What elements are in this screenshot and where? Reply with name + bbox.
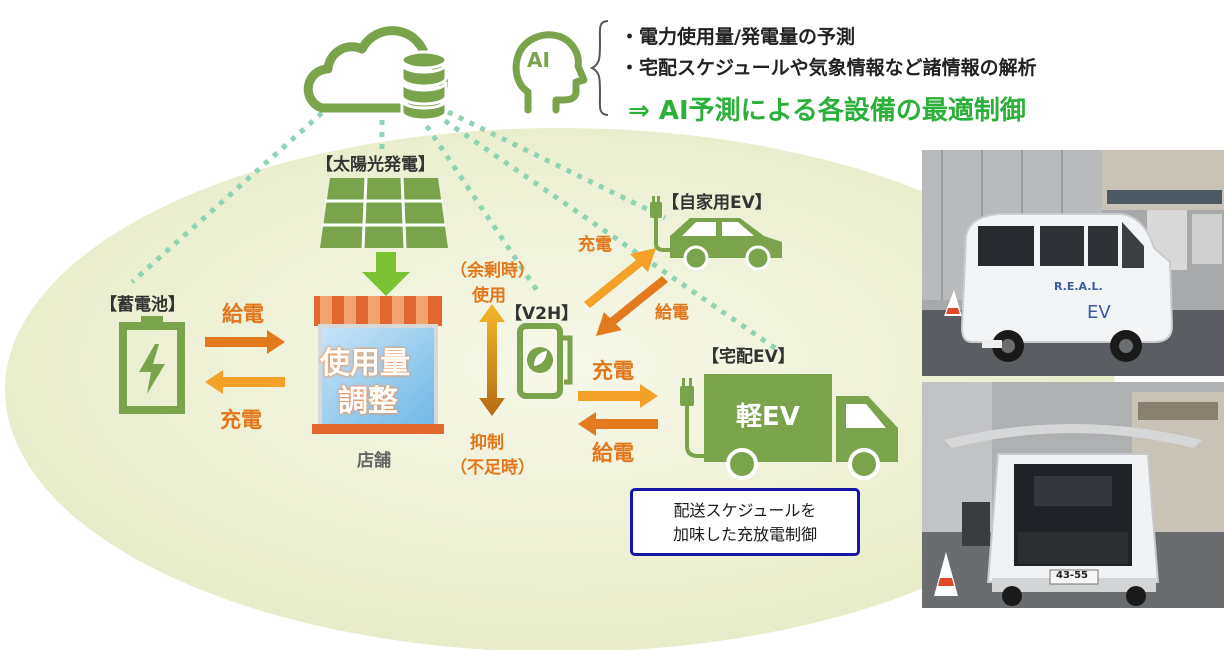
store-icon bbox=[312, 296, 444, 434]
comm-line-delivery-ev bbox=[433, 111, 780, 353]
communication-lines bbox=[130, 109, 780, 353]
charge-control-note: 配送スケジュールを 加味した充放電制御 bbox=[630, 488, 860, 556]
private-ev-supply-arrow-icon bbox=[596, 276, 668, 336]
battery-charge-label: 充電 bbox=[220, 408, 262, 432]
v2h-label: 【V2H】 bbox=[505, 304, 579, 324]
battery-charge-arrow-icon bbox=[205, 370, 285, 394]
solar-to-store-arrow-icon bbox=[362, 252, 410, 296]
ai-bullet-forecast: ・電力使用量/発電量の予測 bbox=[620, 26, 855, 48]
suppress-label-line1: 抑制 bbox=[470, 433, 504, 453]
store-usage-line2: 調整 bbox=[338, 384, 398, 419]
delivery-ev-truck-icon bbox=[680, 374, 898, 480]
private-ev-charge-arrow-icon bbox=[584, 248, 656, 308]
van-plate-text: 43-55 bbox=[1056, 570, 1088, 581]
delivery-ev-supply-label: 給電 bbox=[592, 441, 634, 465]
battery-label: 【蓄電池】 bbox=[100, 295, 185, 315]
comm-line-private-ev bbox=[446, 109, 667, 221]
surplus-label-line2: 使用 bbox=[472, 286, 506, 306]
ev-van-side-photo: R.E.A.L. EV bbox=[922, 150, 1224, 376]
ev-van-side-photo-art bbox=[922, 150, 1224, 376]
ev-van-rear-photo: 43-55 bbox=[922, 382, 1224, 608]
curly-brace bbox=[589, 20, 609, 116]
store-usage-line1: 使用量 bbox=[320, 346, 410, 381]
battery-supply-arrow-icon bbox=[205, 330, 285, 354]
solar-label: 【太陽光発電】 bbox=[316, 155, 435, 175]
private-ev-car-icon bbox=[650, 196, 782, 271]
delivery-ev-charge-label: 充電 bbox=[592, 359, 634, 383]
van-ev-text: EV bbox=[1087, 302, 1111, 323]
suppress-label-line2: （不足時） bbox=[450, 458, 535, 478]
note-line1: 配送スケジュールを bbox=[673, 501, 817, 520]
note-line2: 加味した充放電制御 bbox=[672, 525, 817, 544]
battery-supply-label: 給電 bbox=[222, 302, 264, 326]
delivery-ev-label: 【宅配EV】 bbox=[702, 347, 795, 367]
truck-text: 軽EV bbox=[736, 402, 800, 432]
store-label: 店舗 bbox=[357, 451, 391, 471]
v2h-charger-icon bbox=[517, 323, 573, 399]
ev-van-rear-photo-art bbox=[922, 382, 1224, 608]
surplus-label-line1: （余剰時） bbox=[450, 261, 535, 281]
ai-head-icon bbox=[512, 31, 588, 114]
private-ev-supply-label: 給電 bbox=[655, 303, 689, 323]
private-ev-label: 【自家用EV】 bbox=[662, 193, 772, 213]
delivery-ev-supply-arrow-icon bbox=[578, 412, 658, 436]
van-brand-text: R.E.A.L. bbox=[1054, 280, 1103, 293]
delivery-ev-charge-arrow-icon bbox=[578, 384, 658, 408]
solar-panel-icon bbox=[320, 177, 448, 249]
private-ev-charge-label: 充電 bbox=[578, 235, 612, 255]
surplus-suppress-arrow-icon bbox=[479, 304, 505, 416]
battery-icon bbox=[119, 316, 185, 414]
ai-icon-text: AI bbox=[527, 48, 550, 72]
ai-bullet-analysis: ・宅配スケジュールや気象情報など諸情報の解析 bbox=[620, 57, 1037, 79]
cloud-database-icon bbox=[303, 26, 449, 122]
ai-headline: ⇒ AI予測による各設備の最適制御 bbox=[628, 96, 1026, 126]
